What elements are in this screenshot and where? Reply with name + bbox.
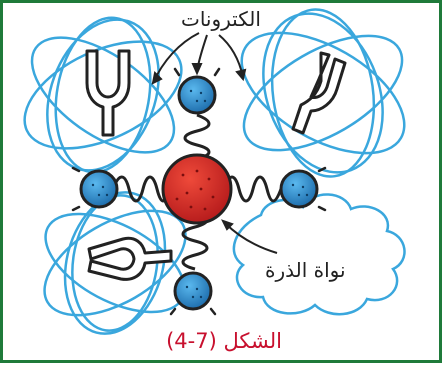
electron-bottom [173, 271, 213, 311]
label-arrows [151, 32, 278, 254]
spring-right [223, 175, 283, 203]
tuning-fork-icon [85, 49, 131, 137]
figure-caption: الشكل (7-4) [166, 329, 282, 353]
electrons-label: الكترونات [181, 7, 261, 31]
tuning-fork-icon [291, 51, 347, 135]
electron-right [279, 169, 319, 209]
nucleus-label: نواة الذرة [265, 258, 346, 282]
motion-marks [71, 67, 327, 316]
label-cloud-outline [232, 193, 406, 316]
electron-left [79, 169, 119, 209]
nucleus [161, 153, 233, 225]
electron-top [177, 75, 217, 115]
atom-diagram [23, 8, 406, 335]
tuning-fork-icon [87, 236, 173, 281]
spring-left [111, 175, 171, 203]
